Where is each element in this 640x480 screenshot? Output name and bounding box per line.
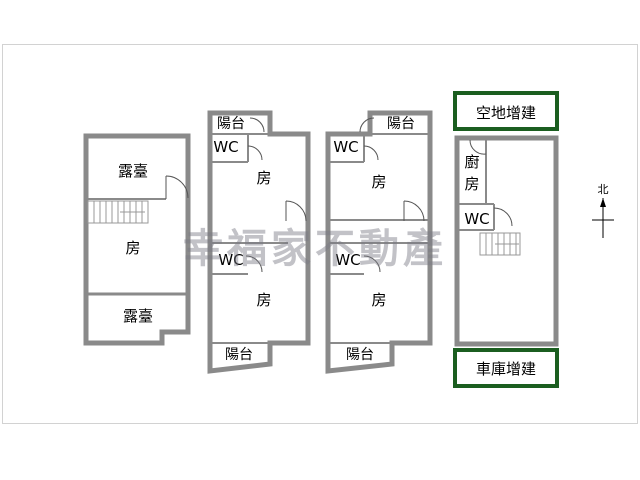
floor4-kitchen-label-line1: 廚 xyxy=(464,153,479,171)
door-arc-icon xyxy=(285,200,307,222)
floor3-room-bottom-label: 房 xyxy=(371,291,386,309)
floor2-room-bottom-label: 房 xyxy=(256,291,271,309)
floor-4-plan: 空地增建 廚 房 WC 車庫增建 xyxy=(453,91,559,388)
drawing-frame xyxy=(2,44,638,424)
floor3-room-top-label: 房 xyxy=(371,173,386,191)
floor1-terrace-bottom-label: 露臺 xyxy=(123,307,153,325)
door-arc-icon xyxy=(363,255,381,273)
stair-icon xyxy=(479,232,521,256)
floor4-kitchen-label-line2: 房 xyxy=(464,175,479,193)
door-arc-icon xyxy=(359,117,375,133)
door-arc-icon xyxy=(249,117,265,133)
floor3-balcony-bottom-label: 陽台 xyxy=(346,347,374,363)
floor1-room-label: 房 xyxy=(125,239,140,257)
door-arc-icon xyxy=(403,200,425,222)
floor3-wc-mid-label: WC xyxy=(335,251,360,269)
compass-north-label: 北 xyxy=(598,183,609,196)
floor4-wc-label: WC xyxy=(464,210,489,228)
door-arc-icon xyxy=(469,139,487,155)
floor3-balcony-top-label: 陽台 xyxy=(387,116,415,132)
floor-1-plan: 露臺 房 露臺 xyxy=(83,133,191,346)
door-arc-icon xyxy=(245,255,263,273)
floor-2-plan: 陽台 WC 房 WC 房 陽台 xyxy=(207,110,311,374)
floor2-wc-top-label: WC xyxy=(213,138,238,156)
stair-icon xyxy=(87,200,149,224)
watermark-text: 幸福家不動產 xyxy=(183,226,447,272)
floor2-balcony-bottom-label: 陽台 xyxy=(225,347,253,363)
door-arc-icon xyxy=(165,175,189,199)
door-arc-icon xyxy=(363,145,379,161)
floor2-wc-mid-label: WC xyxy=(218,251,243,269)
floor-3-plan: 陽台 WC 房 WC 房 陽台 xyxy=(325,110,433,374)
door-arc-icon xyxy=(247,145,263,161)
floor4-extension-top-label: 空地增建 xyxy=(476,104,536,122)
door-arc-icon xyxy=(493,207,513,227)
floor2-room-top-label: 房 xyxy=(256,169,271,187)
floor1-terrace-top-label: 露臺 xyxy=(118,162,148,180)
north-arrow-icon: 北 xyxy=(592,183,614,238)
floor4-extension-bottom-label: 車庫增建 xyxy=(476,360,536,378)
floor2-balcony-top-label: 陽台 xyxy=(217,116,245,132)
floor3-wc-top-label: WC xyxy=(333,138,358,156)
